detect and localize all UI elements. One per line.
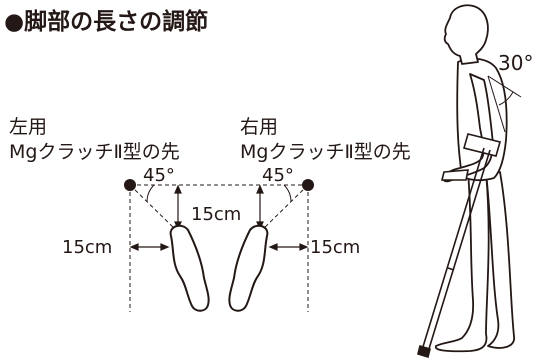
crutch-tip	[417, 344, 431, 358]
right-foot-icon	[228, 224, 269, 312]
left-side-arrowhead-right	[160, 243, 170, 251]
arm-angle-line-vertical	[487, 75, 506, 133]
right-angle-label: 45°	[262, 165, 294, 186]
crutch-arm-cuff	[463, 133, 501, 157]
left-side-distance-label: 15cm	[62, 237, 112, 258]
left-tip-label-line2: MgクラッチⅡ型の先	[9, 141, 180, 163]
person-front-leg	[434, 171, 490, 353]
dashed-guides	[129, 184, 309, 312]
left-diagonal-dashed-line	[129, 184, 179, 233]
diagram-title: ●脚部の長さの調節	[4, 8, 208, 35]
right-angle-arc	[283, 184, 292, 203]
right-side-distance-label: 15cm	[310, 237, 360, 258]
right-side-arrowhead-right	[299, 243, 309, 251]
left-foot-icon	[169, 224, 210, 312]
right-side-arrowhead-left	[268, 243, 278, 251]
right-tip-label-line2: MgクラッチⅡ型の先	[240, 141, 411, 163]
person-head	[443, 4, 489, 65]
right-tip-label-line1: 右用	[240, 116, 278, 138]
arm-angle-label: 30°	[498, 51, 533, 75]
person-back-leg	[485, 171, 515, 349]
side-distance-arrows	[129, 243, 309, 251]
left-side-arrowhead-left	[129, 243, 139, 251]
crutch-shaft-b	[427, 149, 491, 353]
left-tip-label-line1: 左用	[9, 116, 47, 138]
crutch-shaft-a	[421, 147, 485, 351]
crutch-adjust-mark	[447, 267, 455, 271]
left-front-arrowhead-top	[174, 184, 182, 194]
right-front-arrowhead-top	[256, 184, 264, 194]
crutch-handle	[440, 169, 469, 181]
right-diagonal-dashed-line	[259, 184, 309, 233]
left-angle-label: 45°	[143, 165, 175, 186]
front-distance-label: 15cm	[191, 204, 241, 225]
arm-angle-arc	[498, 91, 514, 106]
arm-angle-line-arm	[487, 75, 522, 98]
crutch-icon	[417, 133, 501, 358]
left-angle-arc	[146, 184, 155, 203]
